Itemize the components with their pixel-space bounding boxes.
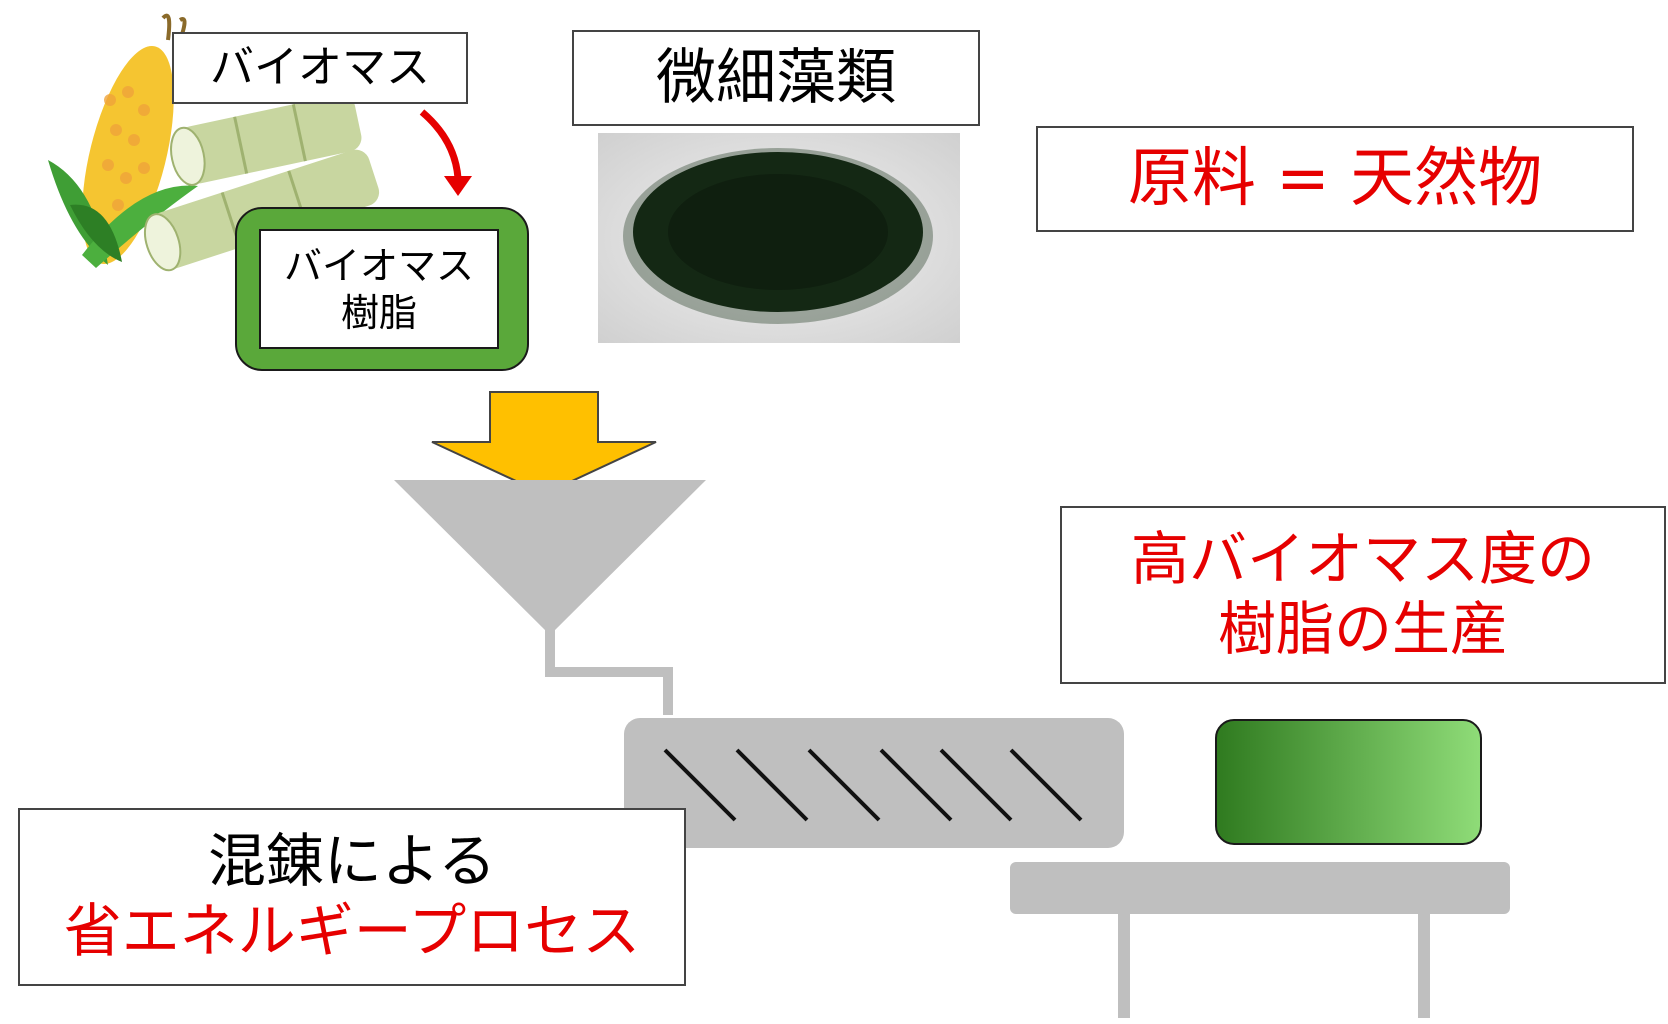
down-arrow-icon: [432, 392, 656, 494]
biomass-resin-line1: バイオマス: [284, 243, 474, 291]
kneading-line1: 混錬による: [208, 827, 496, 897]
microalgae-label-box: 微細藻類: [572, 30, 980, 126]
biomass-resin-text: バイオマス 樹脂: [260, 232, 498, 348]
kneading-process-box: 混錬による 省エネルギープロセス: [18, 808, 686, 986]
table-leg-left: [1118, 912, 1130, 1018]
conveyor-table: [1010, 862, 1510, 914]
high-biomass-box: 高バイオマス度の 樹脂の生産: [1060, 506, 1666, 684]
microalgae-photo: [598, 133, 960, 343]
resin-pellet: [1216, 720, 1481, 844]
feed-pipe: [550, 630, 668, 715]
high-biomass-line2: 樹脂の生産: [1218, 595, 1508, 665]
curved-arrow-icon: [422, 112, 472, 196]
raw-material-box: 原料 = 天然物: [1036, 126, 1634, 232]
high-biomass-line1: 高バイオマス度の: [1131, 525, 1595, 595]
kneading-line2: 省エネルギープロセス: [64, 897, 641, 967]
microalgae-label: 微細藻類: [656, 42, 896, 114]
biomass-resin-line2: 樹脂: [341, 290, 417, 338]
raw-material-label: 原料 = 天然物: [1128, 141, 1542, 218]
biomass-label: バイオマス: [210, 42, 430, 95]
biomass-label-box: バイオマス: [172, 32, 468, 104]
hopper-icon: [394, 480, 706, 635]
table-leg-right: [1418, 912, 1430, 1018]
